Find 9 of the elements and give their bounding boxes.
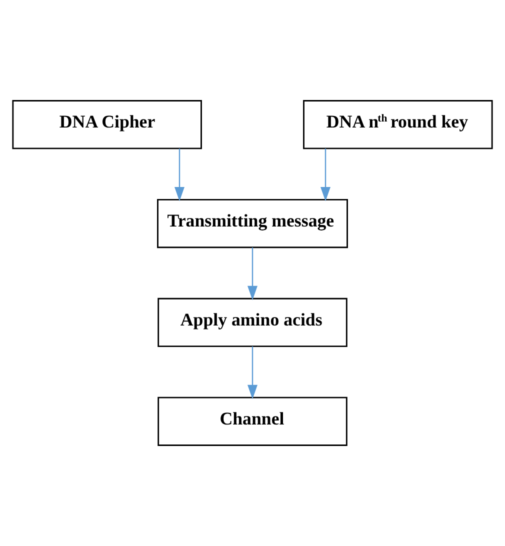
- node-box: Channel: [158, 396, 348, 446]
- arrow: [248, 346, 258, 400]
- arrow: [248, 247, 258, 300]
- arrow: [320, 148, 331, 202]
- node-box: DNA n$^{th}$ round key: [303, 100, 493, 150]
- node-box: DNA Cipher: [12, 100, 202, 150]
- node-box: Apply amino acids: [158, 298, 348, 348]
- node-box: Transmitting message: [157, 198, 348, 248]
- arrow: [174, 148, 184, 202]
